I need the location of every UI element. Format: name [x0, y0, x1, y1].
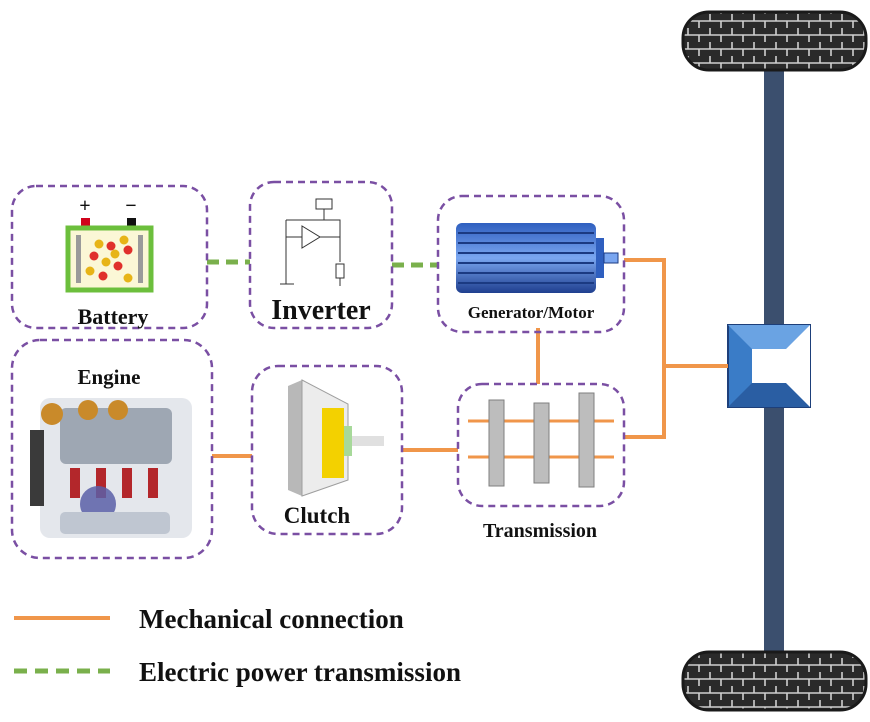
electric-connections	[207, 259, 438, 268]
generator-motor-icon	[456, 223, 619, 293]
generator-motor-box	[436, 194, 626, 334]
differential	[727, 324, 811, 408]
battery-minus-sign: −	[125, 195, 136, 217]
inverter-circuit-icon	[280, 198, 345, 286]
inverter-label: Inverter	[271, 295, 371, 326]
legend: Mechanical connection Electric power tra…	[14, 604, 461, 687]
motor-transmission-to-diff-bus	[624, 258, 666, 439]
bottom-wheel	[681, 650, 868, 712]
generator-motor-label: Generator/Motor	[468, 303, 595, 322]
battery-icon	[65, 218, 154, 293]
clutch-label: Clutch	[284, 503, 351, 528]
inverter-box	[248, 180, 394, 330]
battery-label: Battery	[78, 304, 149, 329]
engine-icon	[30, 398, 192, 538]
component-boxes	[10, 180, 626, 560]
top-wheel	[681, 10, 868, 72]
legend-mechanical-label: Mechanical connection	[139, 604, 404, 634]
transmission-label: Transmission	[483, 520, 597, 542]
battery-plus-sign: +	[79, 195, 90, 217]
clutch-box	[250, 364, 404, 536]
engine-label: Engine	[77, 365, 140, 389]
rear-axle	[681, 10, 868, 712]
transmission-box	[456, 382, 626, 508]
transmission-icon	[468, 392, 614, 488]
battery-box	[10, 184, 209, 330]
mechanical-connections	[212, 258, 728, 458]
clutch-icon	[288, 379, 384, 497]
legend-electric-label: Electric power transmission	[139, 657, 461, 687]
engine-box	[10, 338, 214, 560]
